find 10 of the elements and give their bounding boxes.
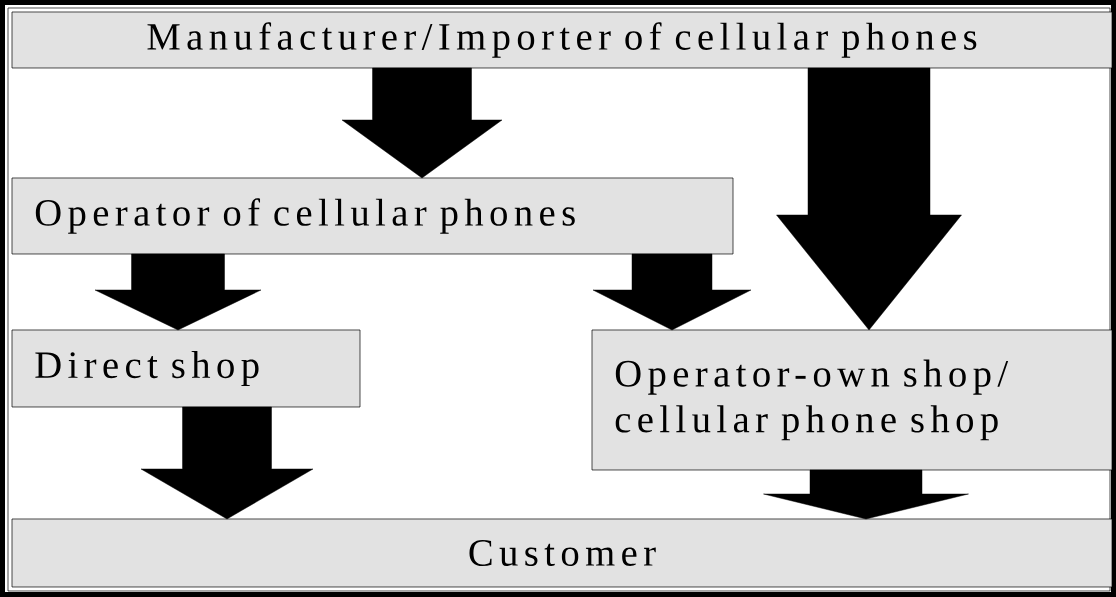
block-arrow [140,406,314,520]
block-arrow [94,253,262,331]
label-box: Operator-own shop/ cellular phone shop [591,329,1113,471]
label-box: Customer [11,518,1113,588]
block-arrow [341,67,503,179]
label-box: Direct shop [11,329,361,408]
block-arrow [592,253,752,331]
block-arrow [776,67,962,331]
label-box: Operator of cellular phones [11,177,734,255]
label-box: Manufacturer/Importer of cellular phones [11,11,1113,69]
